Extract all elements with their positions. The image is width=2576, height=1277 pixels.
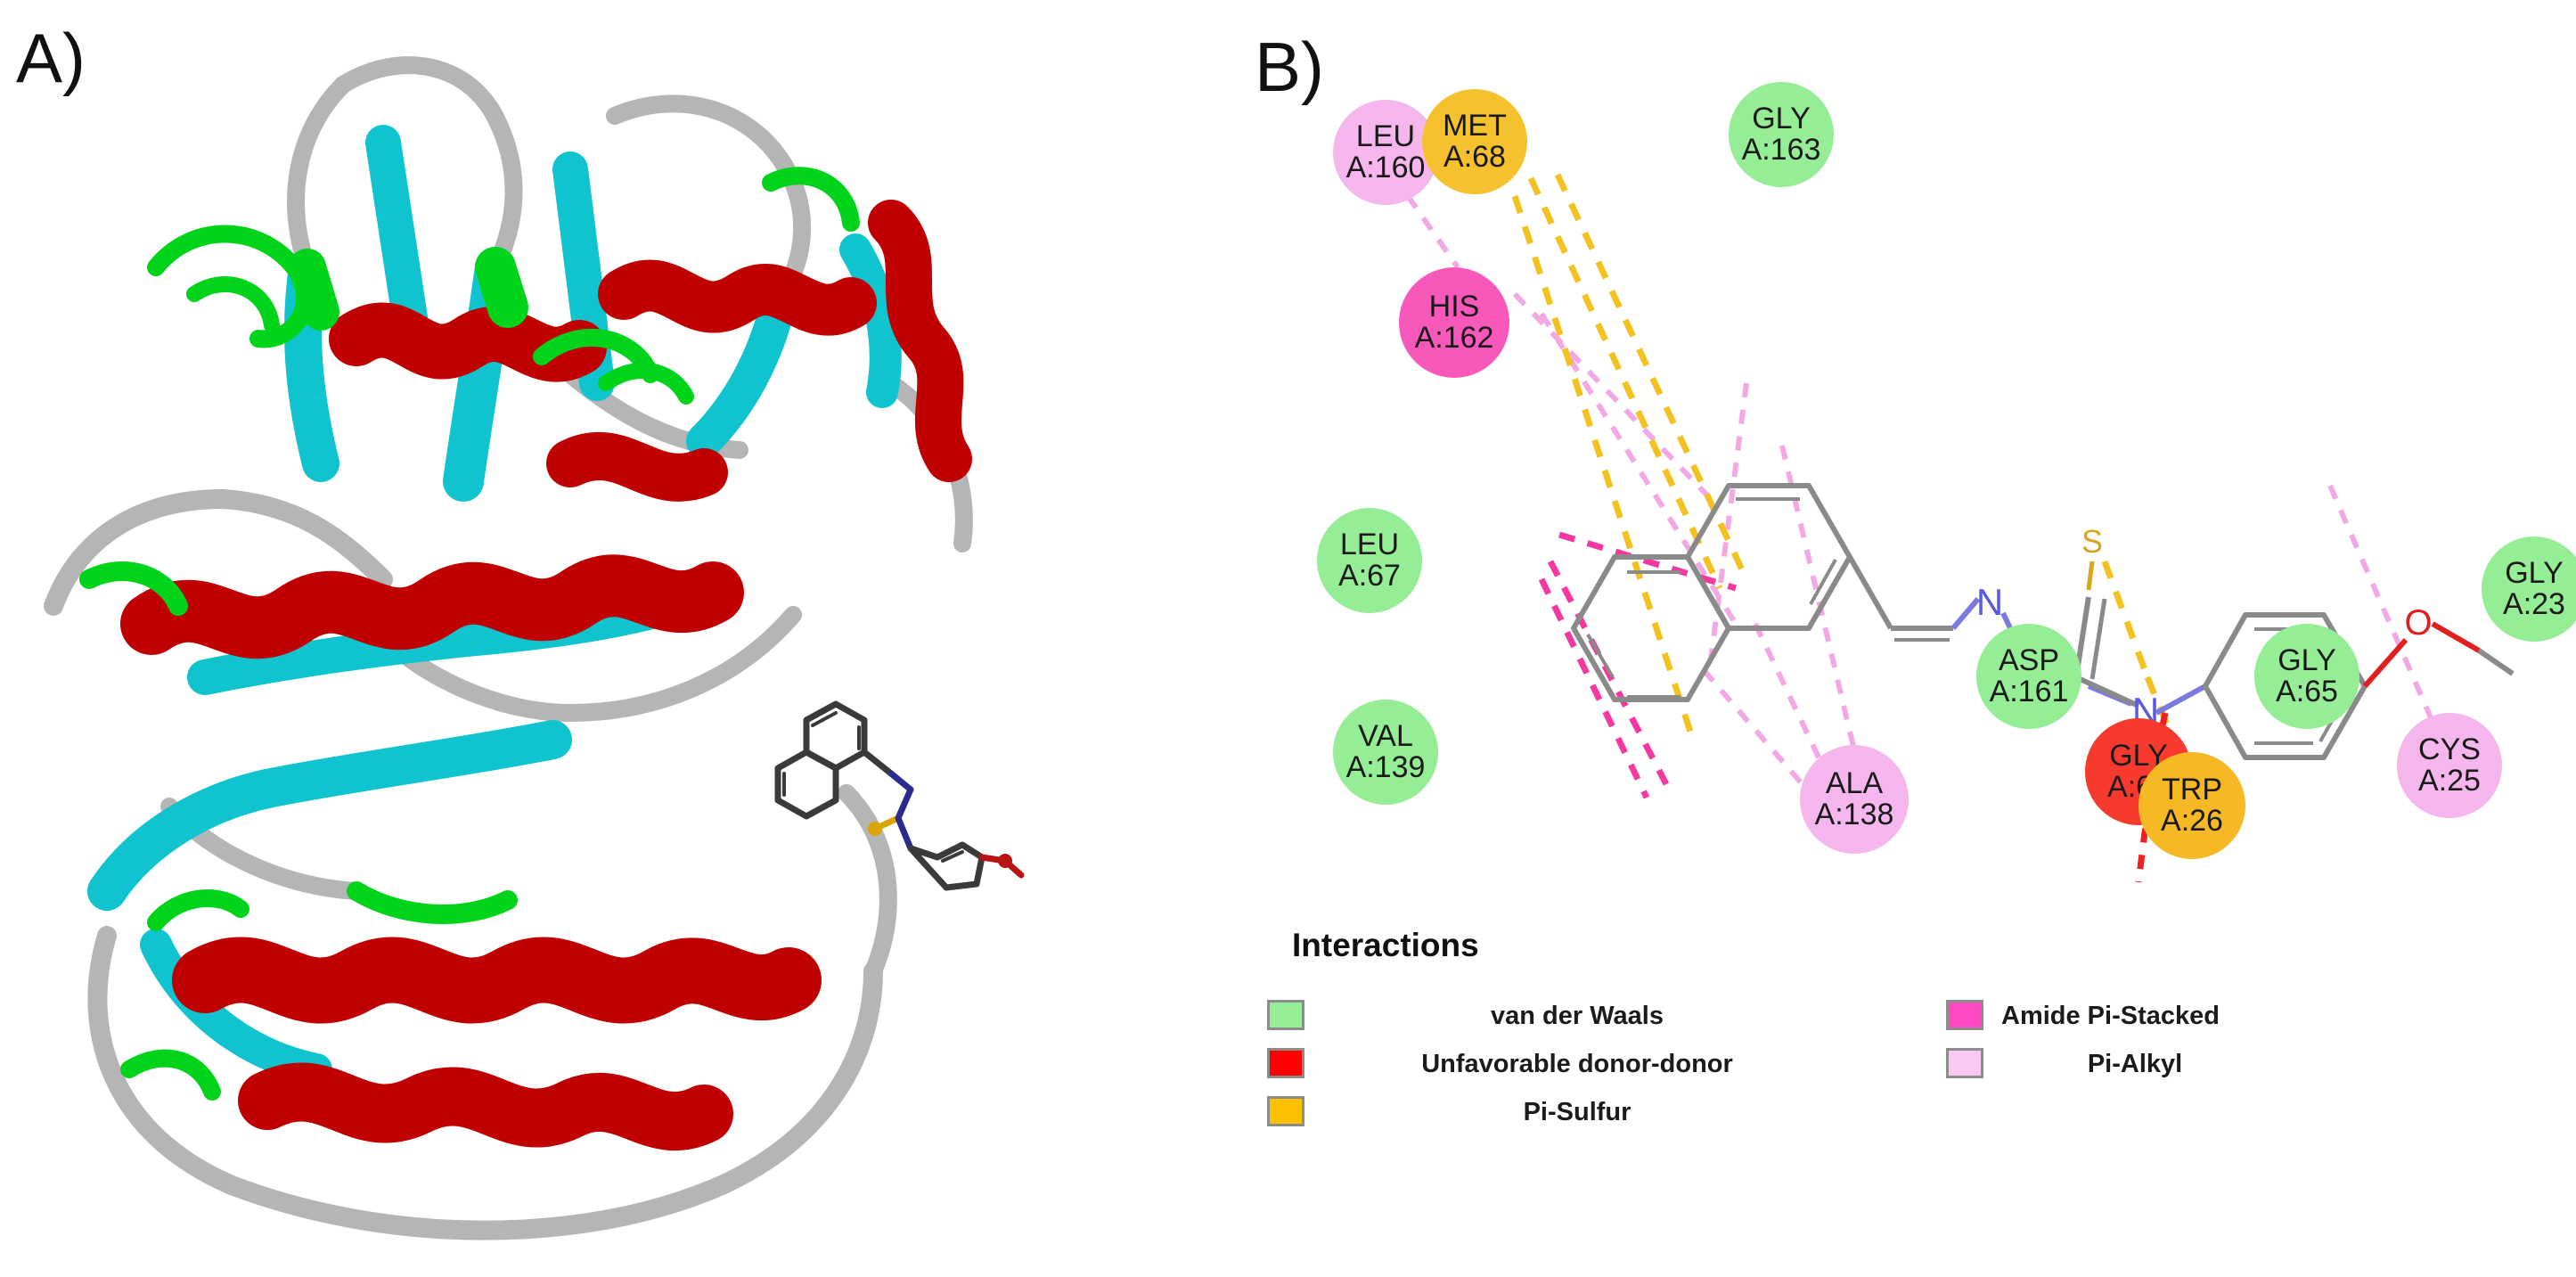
residue-node-val-139[interactable]: VAL A:139 [1333,700,1438,805]
residue-id: A:163 [1741,133,1821,167]
legend-title: Interactions [1292,927,1479,963]
residue-id: A:161 [1989,675,2069,708]
alpha-helix-segments [120,200,972,1151]
residue-name: HIS [1428,290,1480,324]
residue-id: A:139 [1345,750,1426,784]
residue-name: TRP [2162,773,2222,807]
legend-label-amide-pi-stacked: Amide Pi-Stacked [2001,1002,2220,1030]
panel-b-label: B) [1255,28,1324,106]
legend-swatch-amide-pi-stacked [1946,1000,1983,1030]
residue-id: A:23 [2503,587,2565,621]
residue-id: A:67 [1338,559,1401,593]
residue-node-his-162[interactable]: HIS A:162 [1399,267,1509,378]
residue-node-gly-23[interactable]: GLY A:23 [2482,536,2576,642]
residue-name: ASP [1998,643,2060,678]
legend-swatch-pi-sulfur [1267,1096,1304,1126]
residue-node-asp-161[interactable]: ASP A:161 [1976,624,2081,729]
residue-node-leu-160[interactable]: LEU A:160 [1333,100,1438,205]
residue-name: GLY [2278,643,2336,678]
residue-id: A:160 [1345,151,1426,184]
ligand-interaction-svg: N N N S O [1405,173,2515,883]
residue-node-trp-26[interactable]: TRP A:26 [2138,752,2245,859]
residue-id: A:25 [2418,764,2481,798]
pi-sulfur-lines [1511,173,2196,786]
panel-b-interaction-diagram: B) [1247,0,2576,1277]
residue-node-cys-25[interactable]: CYS A:25 [2397,713,2502,818]
residue-name: LEU [1355,119,1416,154]
residue-node-leu-67[interactable]: LEU A:67 [1317,508,1422,613]
residue-node-gly-163[interactable]: GLY A:163 [1729,82,1834,187]
atom-label-n1: N [1976,581,2003,623]
protein-ribbon-svg [44,56,1025,1240]
residue-name: CYS [2418,733,2481,767]
residue-name: VAL [1358,719,1413,754]
turn-segments [79,167,860,1101]
residue-name: GLY [1752,102,1811,136]
residue-name: GLY [2505,556,2564,591]
residue-id: A:65 [2276,675,2338,708]
ligand-thiocarbonyl [2073,596,2140,708]
docked-ligand [774,700,1025,891]
residue-name: LEU [1339,528,1400,562]
residue-node-met-68[interactable]: MET A:68 [1422,89,1527,194]
legend-label-unfavorable-donor-donor: Unfavorable donor-donor [1421,1050,1733,1078]
legend-swatch-unfavorable-donor-donor [1267,1048,1304,1078]
ligand-2d-skeleton [1571,483,1953,702]
legend-swatch-van-der-waals [1267,1000,1304,1030]
legend-label-pi-sulfur: Pi-Sulfur [1523,1098,1631,1126]
residue-id: A:138 [1814,798,1894,831]
legend-swatch-pi-alkyl [1946,1048,1983,1078]
atom-label-s: S [2081,523,2103,560]
legend-label-pi-alkyl: Pi-Alkyl [2087,1050,2183,1078]
panel-a-protein-structure: A) [0,0,1247,1277]
atom-label-o: O [2404,603,2432,643]
residue-id: A:68 [1443,140,1506,174]
legend-label-van-der-waals: van der Waals [1491,1002,1664,1030]
residue-id: A:162 [1414,321,1494,355]
residue-node-gly-65[interactable]: GLY A:65 [2254,624,2359,729]
residue-name: ALA [1825,766,1884,801]
beta-sheet-segments [87,125,902,1085]
panel-a-label: A) [16,19,86,97]
residue-name: MET [1443,109,1507,143]
pi-alkyl-lines [1405,194,2435,804]
ligand-sulfur-bond [2086,561,2095,591]
residue-id: A:26 [2161,804,2223,838]
residue-node-ala-138[interactable]: ALA A:138 [1800,745,1909,854]
